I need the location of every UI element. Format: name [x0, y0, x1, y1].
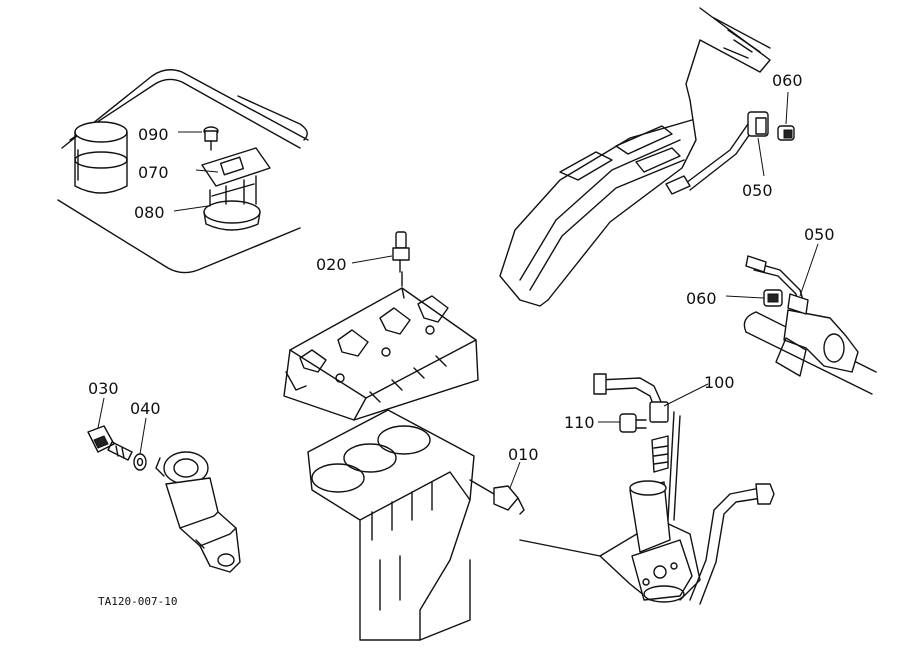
callout-020: 020 [316, 255, 347, 274]
bolt-110 [619, 413, 647, 433]
washer-040 [133, 453, 147, 471]
sensor-010 [469, 461, 525, 515]
nut-060-right [763, 289, 783, 307]
filler-neck [74, 121, 128, 194]
callout-010: 010 [508, 445, 539, 464]
callout-110: 110 [564, 413, 595, 432]
callout-100: 100 [704, 373, 735, 392]
callout-070: 070 [138, 163, 169, 182]
callout-080: 080 [134, 203, 165, 222]
injection-pump-assembly [519, 373, 775, 605]
callout-labels: 090 070 080 020 030 040 010 060 050 050 … [88, 71, 835, 464]
fuel-gauge-unit [201, 147, 271, 231]
cylinder-head [283, 287, 479, 421]
callout-060-top: 060 [772, 71, 803, 90]
callout-060-right: 060 [686, 289, 717, 308]
fuel-tank-assembly [57, 69, 309, 274]
water-flange [155, 451, 241, 573]
callout-090: 090 [138, 125, 169, 144]
glow-plug-020 [351, 231, 410, 287]
cylinder-block [307, 409, 475, 641]
dashboard-bracket-assembly [499, 7, 795, 307]
throttle-shaft-assembly [725, 243, 877, 395]
sender-030 [87, 425, 133, 461]
callout-050-top: 050 [742, 181, 773, 200]
nut-060-top [777, 125, 795, 141]
figure-id-label: TA120-007-10 [98, 595, 177, 608]
callout-040: 040 [130, 399, 161, 418]
thermo-sender-assembly [87, 397, 241, 573]
callout-030: 030 [88, 379, 119, 398]
screw-090 [203, 126, 219, 151]
callout-050-right: 050 [804, 225, 835, 244]
